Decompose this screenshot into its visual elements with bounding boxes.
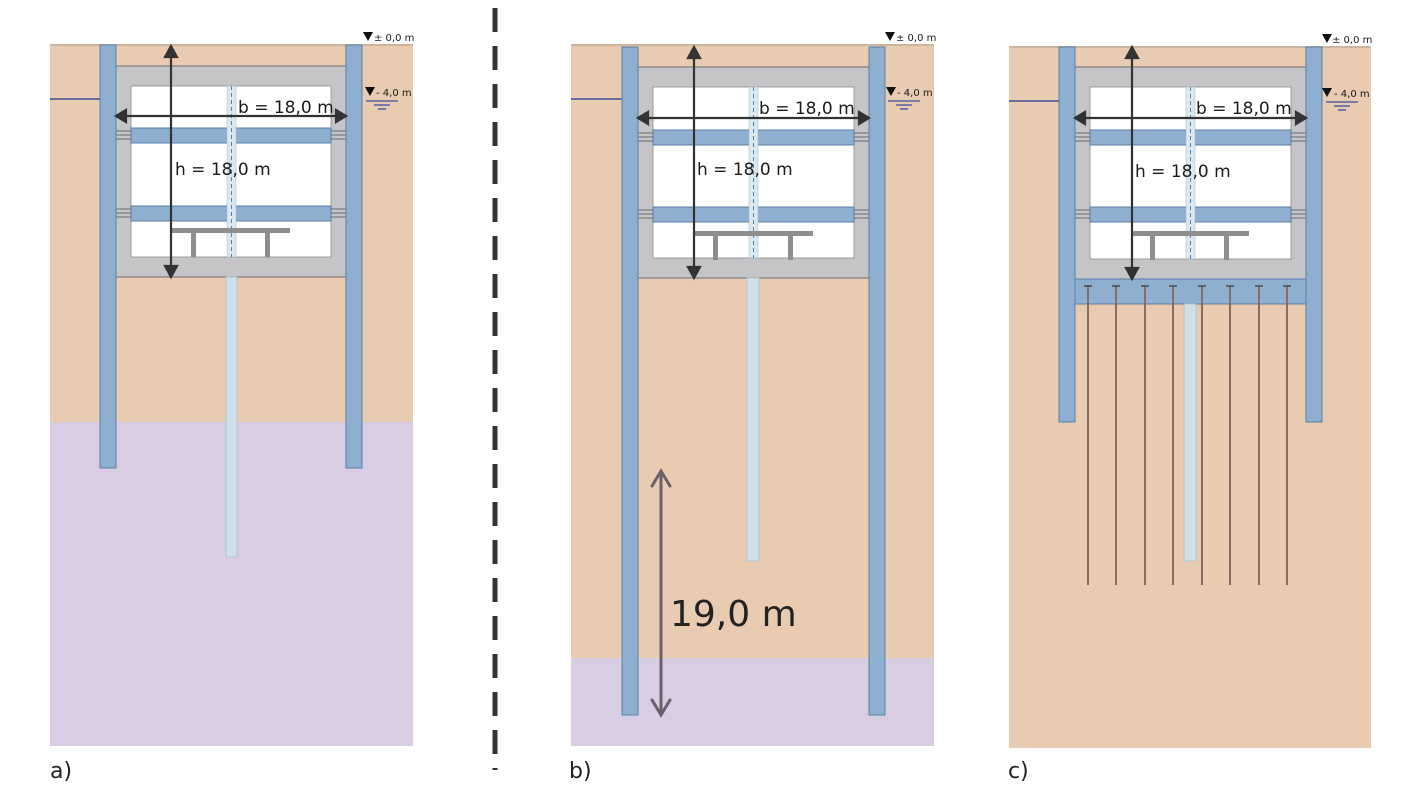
height-label: h = 18,0 m: [175, 160, 271, 180]
level-top-label: ± 0,0 m: [1332, 35, 1372, 46]
panel-a: b = 18,0 m h = 18,0 m ± 0,0 m - 4,0 m a): [50, 32, 414, 784]
arrowhead: [686, 265, 702, 281]
retaining-wall-right: [1305, 46, 1323, 423]
platform: [694, 231, 813, 236]
pile-column: [1183, 303, 1197, 562]
base-slab: [1074, 278, 1307, 305]
arrowhead: [1072, 110, 1087, 126]
level-marker-icon: [885, 32, 895, 41]
platform: [172, 228, 290, 233]
platform-leg: [191, 233, 196, 257]
retaining-wall-left: [621, 46, 639, 716]
level-marker-icon: [1322, 34, 1332, 43]
width-label: b = 18,0 m: [238, 98, 334, 118]
height-label: h = 18,0 m: [1135, 162, 1231, 182]
level-marker-icon: [1322, 88, 1332, 97]
level-top-label: ± 0,0 m: [896, 33, 936, 44]
panel-b: b = 18,0 m h = 18,0 m 19,0 m ± 0,0 m - 4…: [569, 32, 936, 784]
pile-column: [746, 277, 760, 562]
depth-label: 19,0 m: [670, 594, 797, 635]
arrowhead: [1124, 266, 1140, 282]
height-label: h = 18,0 m: [697, 160, 793, 180]
retaining-wall-right: [345, 44, 363, 469]
level-marker-icon: [363, 32, 373, 41]
water-level-icon: [366, 100, 398, 110]
arrowhead: [113, 108, 128, 124]
arrowhead: [857, 110, 872, 126]
panel-letter: a): [50, 759, 72, 784]
pile-column: [225, 276, 238, 558]
retaining-wall-left: [1058, 46, 1076, 423]
water-level-icon: [1326, 101, 1358, 111]
panel-c: b = 18,0 m h = 18,0 m ± 0,0 m - 4,0 m c): [1008, 34, 1372, 784]
level-water-label: - 4,0 m: [376, 88, 412, 99]
level-marker-icon: [365, 87, 375, 96]
arrowhead: [686, 44, 702, 60]
arrowhead: [650, 468, 672, 488]
arrowhead: [334, 108, 349, 124]
platform-leg: [1224, 236, 1229, 260]
water-level-icon: [888, 100, 920, 110]
width-label: b = 18,0 m: [1196, 99, 1292, 119]
platform-leg: [1150, 236, 1155, 260]
arrowhead: [650, 698, 672, 718]
arrowhead: [163, 43, 179, 59]
strut-anchors: [638, 132, 869, 219]
panel-letter: c): [1008, 759, 1029, 784]
width-label: b = 18,0 m: [759, 99, 855, 119]
tension-piles: [1087, 286, 1288, 585]
panel-letter: b): [569, 759, 592, 784]
level-top-label: ± 0,0 m: [374, 33, 414, 44]
strut-anchors: [116, 130, 346, 218]
platform: [1131, 231, 1249, 236]
retaining-wall-right: [868, 46, 886, 716]
level-water-label: - 4,0 m: [897, 88, 933, 99]
platform-leg: [788, 236, 793, 260]
level-marker-icon: [886, 87, 896, 96]
platform-leg: [265, 233, 270, 257]
arrowhead: [1124, 44, 1140, 60]
retaining-wall-left: [99, 44, 117, 469]
arrowhead: [163, 264, 179, 280]
level-water-label: - 4,0 m: [1334, 89, 1370, 100]
platform-leg: [713, 236, 718, 260]
arrowhead: [1294, 110, 1309, 126]
arrowhead: [635, 110, 650, 126]
strut-anchors: [1075, 132, 1306, 219]
